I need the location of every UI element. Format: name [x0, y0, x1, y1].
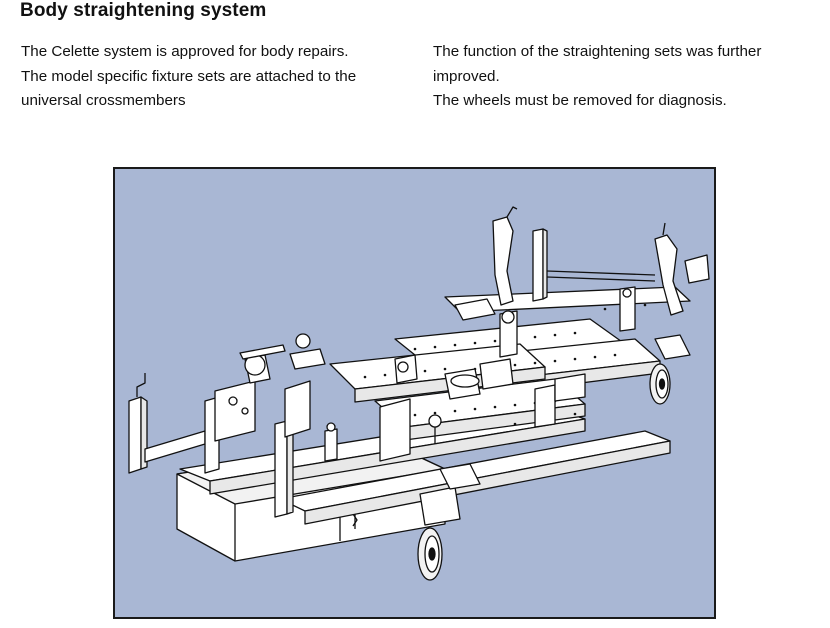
right-paragraph-1: The function of the straightening sets w… — [433, 43, 762, 85]
front-wheel — [417, 463, 481, 581]
left-column: The Celette system is approved for body … — [21, 40, 393, 114]
straightening-bench-illustration — [128, 206, 710, 581]
left-paragraph-2: The model specific fixture sets are atta… — [21, 67, 357, 110]
page-title: Body straightening system — [20, 0, 267, 21]
rear-wheel — [649, 334, 691, 405]
front-left-fixture — [128, 373, 294, 518]
center-clamps — [394, 354, 586, 428]
right-paragraph-2: The wheels must be removed for diagnosis… — [433, 92, 727, 109]
left-paragraph-1: The Celette system is approved for body … — [21, 43, 349, 60]
right-column: The function of the straightening sets w… — [433, 40, 813, 114]
straightening-bench-figure — [113, 167, 716, 619]
rear-fixtures — [454, 206, 710, 358]
front-stands — [239, 333, 442, 462]
